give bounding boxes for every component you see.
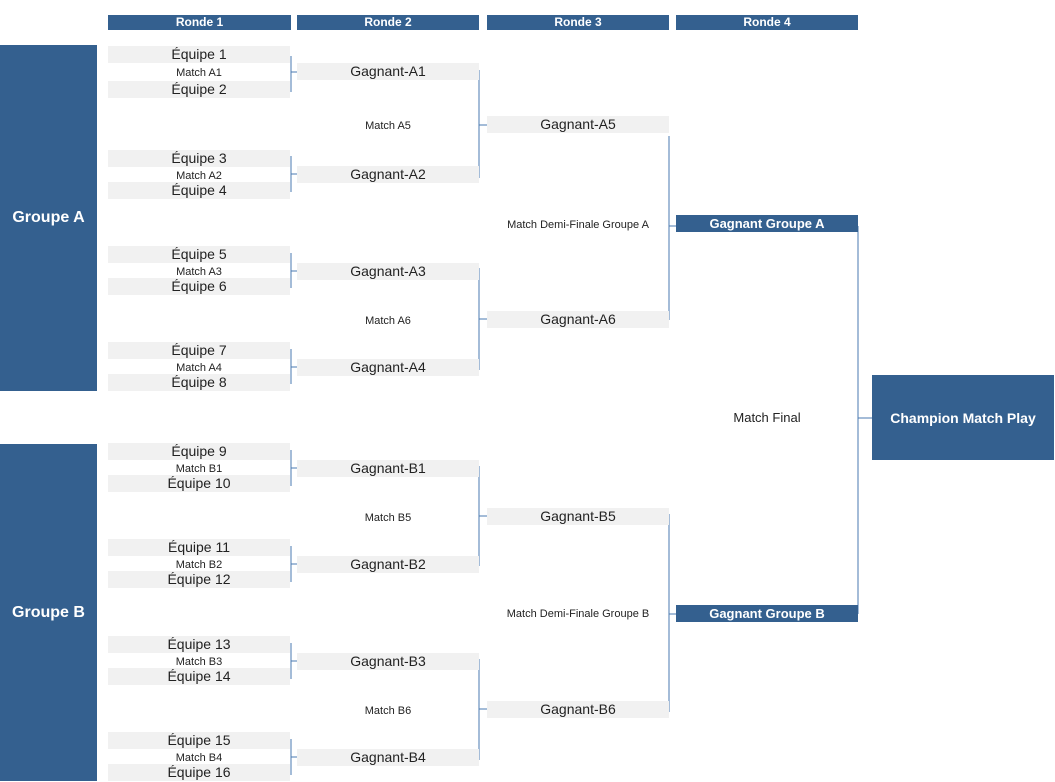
team-2-slot: Équipe 2 xyxy=(108,81,290,98)
round-1-header: Ronde 1 xyxy=(108,15,291,30)
team-9-slot: Équipe 9 xyxy=(108,443,290,460)
winner-a3-slot: Gagnant-A3 xyxy=(297,263,479,280)
team-1-slot: Équipe 1 xyxy=(108,46,290,63)
team-12-slot: Équipe 12 xyxy=(108,571,290,588)
match-a6-label: Match A6 xyxy=(365,315,411,327)
team-13-slot: Équipe 13 xyxy=(108,636,290,653)
match-b6-label: Match B6 xyxy=(364,705,412,717)
winner-a6-slot: Gagnant-A6 xyxy=(487,311,669,328)
team-8-slot: Équipe 8 xyxy=(108,374,290,391)
champion-box: Champion Match Play xyxy=(872,375,1054,460)
winner-b2-slot: Gagnant-B2 xyxy=(297,556,479,573)
winner-b6-slot: Gagnant-B6 xyxy=(487,701,669,718)
team-14-slot: Équipe 14 xyxy=(108,668,290,685)
match-b1-label: Match B1 xyxy=(175,463,223,475)
match-a3-label: Match A3 xyxy=(176,266,222,278)
round-4-header: Ronde 4 xyxy=(676,15,858,30)
winner-a5-slot: Gagnant-A5 xyxy=(487,116,669,133)
group-a-panel: Groupe A xyxy=(0,45,97,391)
final-match-label: Match Final xyxy=(733,410,801,425)
group-a-winner-slot: Gagnant Groupe A xyxy=(676,215,858,232)
group-a-label: Groupe A xyxy=(12,209,85,226)
team-11-slot: Équipe 11 xyxy=(108,539,290,556)
team-7-slot: Équipe 7 xyxy=(108,342,290,359)
group-b-winner-slot: Gagnant Groupe B xyxy=(676,605,858,622)
team-5-slot: Équipe 5 xyxy=(108,246,290,263)
champion-label: Champion Match Play xyxy=(890,409,1036,426)
group-b-label: Groupe B xyxy=(12,603,85,621)
round-3-header: Ronde 3 xyxy=(487,15,669,30)
team-4-slot: Équipe 4 xyxy=(108,182,290,199)
semifinal-b-label: Match Demi-Finale Groupe B xyxy=(506,608,650,620)
round-2-header: Ronde 2 xyxy=(297,15,479,30)
winner-b5-slot: Gagnant-B5 xyxy=(487,508,669,525)
match-a1-label: Match A1 xyxy=(176,67,222,79)
semifinal-a-label: Match Demi-Finale Groupe A xyxy=(507,219,649,231)
match-b3-label: Match B3 xyxy=(175,656,223,668)
match-a4-label: Match A4 xyxy=(176,362,222,374)
match-b2-label: Match B2 xyxy=(175,559,223,571)
winner-a2-slot: Gagnant-A2 xyxy=(297,166,479,183)
match-b4-label: Match B4 xyxy=(175,752,223,764)
match-a5-label: Match A5 xyxy=(365,120,411,132)
team-15-slot: Équipe 15 xyxy=(108,732,290,749)
winner-b1-slot: Gagnant-B1 xyxy=(297,460,479,477)
winner-b4-slot: Gagnant-B4 xyxy=(297,749,479,766)
match-b5-label: Match B5 xyxy=(364,512,412,524)
match-a2-label: Match A2 xyxy=(176,170,222,182)
group-b-panel: Groupe B xyxy=(0,444,97,781)
winner-b3-slot: Gagnant-B3 xyxy=(297,653,479,670)
team-16-slot: Équipe 16 xyxy=(108,764,290,781)
winner-a1-slot: Gagnant-A1 xyxy=(297,63,479,80)
team-6-slot: Équipe 6 xyxy=(108,278,290,295)
winner-a4-slot: Gagnant-A4 xyxy=(297,359,479,376)
team-3-slot: Équipe 3 xyxy=(108,150,290,167)
team-10-slot: Équipe 10 xyxy=(108,475,290,492)
